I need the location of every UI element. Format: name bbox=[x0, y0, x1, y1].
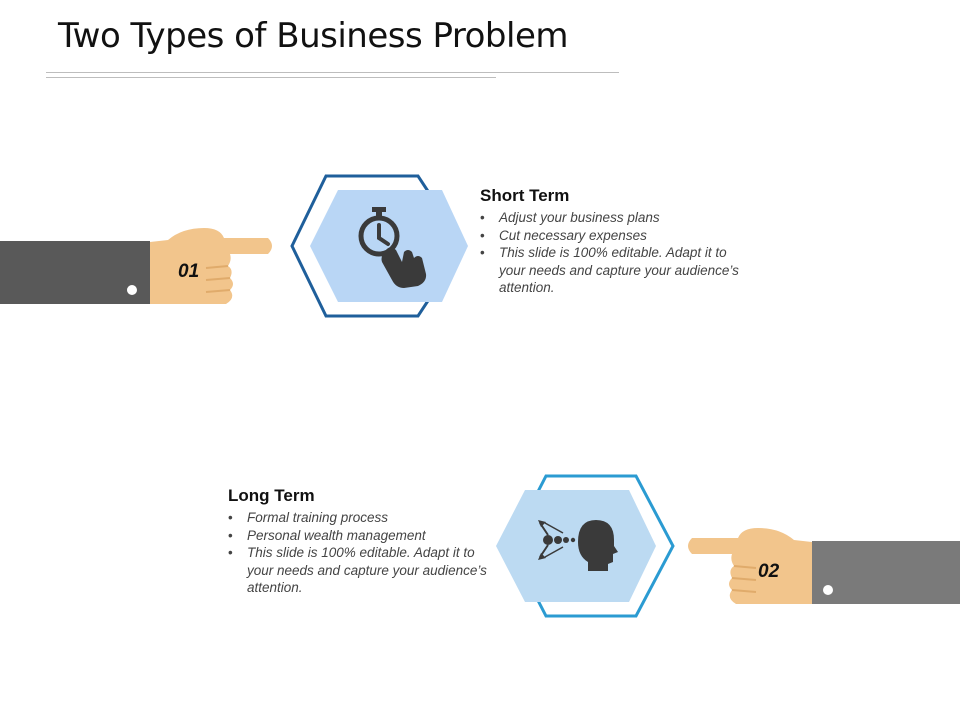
long-term-heading: Long Term bbox=[228, 486, 315, 505]
sleeve-left bbox=[0, 241, 150, 304]
hexagon-fill-2 bbox=[496, 490, 656, 602]
list-item: Personal wealth management bbox=[228, 527, 490, 545]
hexagon-outline-1 bbox=[290, 174, 466, 318]
list-item: Adjust your business plans bbox=[480, 209, 742, 227]
pointing-hand-left bbox=[0, 228, 272, 304]
head-thinking-icon bbox=[538, 520, 618, 571]
short-term-heading: Short Term bbox=[480, 186, 570, 205]
list-item: Cut necessary expenses bbox=[480, 227, 742, 245]
hexagon-fill-1 bbox=[310, 190, 468, 302]
long-term-list: Formal training process Personal wealth … bbox=[228, 509, 490, 597]
knuckle-lines-right bbox=[731, 565, 757, 593]
knuckle-lines-left bbox=[205, 265, 231, 293]
hexagon-short-term bbox=[290, 174, 468, 318]
long-term-block: Long Term Formal training process Person… bbox=[228, 486, 490, 597]
hexagon-long-term bbox=[496, 474, 675, 618]
cufflink-left bbox=[127, 285, 137, 295]
list-item: Formal training process bbox=[228, 509, 490, 527]
page-title: Two Types of Business Problem bbox=[58, 16, 569, 56]
hand-right bbox=[688, 528, 812, 604]
stopwatch-tap-icon bbox=[358, 207, 427, 288]
cufflink-right bbox=[823, 585, 833, 595]
short-term-block: Short Term Adjust your business plans Cu… bbox=[480, 186, 742, 297]
sleeve-right bbox=[812, 541, 960, 604]
short-term-list: Adjust your business plans Cut necessary… bbox=[480, 209, 742, 297]
hand-left bbox=[150, 228, 272, 304]
pointing-hand-right bbox=[688, 528, 960, 604]
list-item: This slide is 100% editable. Adapt it to… bbox=[480, 244, 742, 297]
title-divider-bottom bbox=[46, 77, 496, 78]
title-divider-top bbox=[46, 72, 619, 73]
item-number-01: 01 bbox=[178, 261, 200, 282]
item-number-02: 02 bbox=[758, 561, 780, 582]
list-item: This slide is 100% editable. Adapt it to… bbox=[228, 544, 490, 597]
